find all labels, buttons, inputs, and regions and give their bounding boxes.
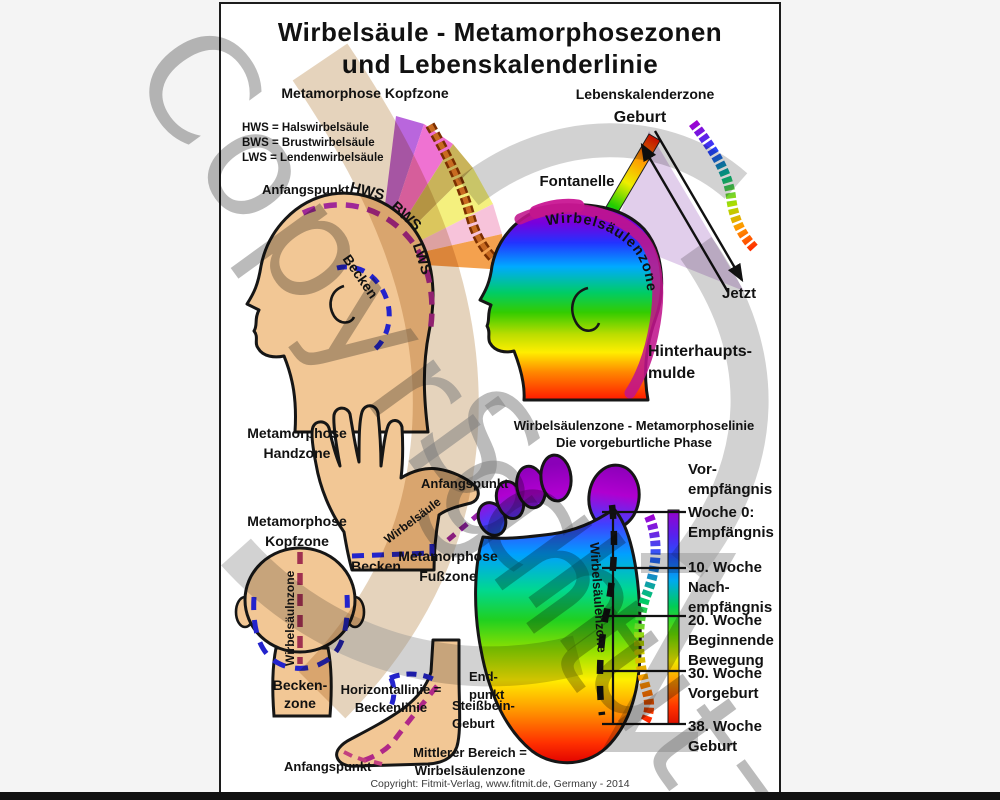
heading-lebenskalenderzone: Lebenskalenderzone — [575, 86, 715, 102]
poster-title-line2: und Lebenskalenderlinie — [341, 49, 659, 79]
label-wirbelsaeulnzone-backhead: Wirbelsäulnzone — [283, 570, 297, 666]
timeline-woche10: 10. Woche Nach- empfängnis — [688, 559, 773, 616]
wirbelsaeulenzone-band — [514, 203, 664, 399]
label-anfangspunkt-head: Anfangspunkt — [262, 182, 350, 197]
label-jetzt: Jetzt — [722, 285, 757, 302]
poster-title-line1: Wirbelsäule - Metamorphosezonen — [277, 17, 723, 47]
heading-vorgeburt-line2: Die vorgeburtliche Phase — [555, 435, 713, 450]
instep-spine-dashed — [361, 684, 439, 764]
label-beckenzone: Becken- zone — [272, 677, 328, 711]
heading-metamorphose-kopfzone: Metamorphose Kopfzone — [281, 85, 449, 101]
left-head-profile — [245, 191, 435, 434]
timeline-woche0: Woche 0: Empfängnis — [688, 504, 774, 541]
heading-kopfzone-back: Metamorphose Kopfzone — [247, 513, 347, 549]
label-mittlerer-bereich: Mittlerer Bereich = Wirbelsäulenzone — [413, 745, 527, 778]
timeline-woche30: 30. Woche Vorgeburt — [688, 665, 762, 702]
label-anfangspunkt-hand: Anfangspunkt — [421, 476, 509, 491]
label-fontanelle: Fontanelle — [539, 173, 615, 190]
copyright-line: Copyright: Fitmit-Verlag, www.fitmit.de,… — [370, 778, 630, 790]
rainbow-spine-timeline — [634, 514, 661, 726]
heading-handzone: Metamorphose Handzone — [247, 425, 347, 461]
rainbow-head-ear — [571, 286, 601, 332]
label-geburt: Geburt — [613, 109, 667, 126]
heading-vorgeburt-line1: Wirbelsäulenzone - Metamorphoselinie — [513, 418, 755, 433]
legend-hws: HWS = Halswirbelsäule — [242, 122, 369, 134]
label-endpunkt: End- punkt — [469, 669, 505, 702]
rainbow-head-profile: Wirbelsäulenzone — [478, 198, 664, 402]
timeline-woche20: 20. Woche Beginnende Bewegung — [688, 612, 774, 669]
timeline-vorempfaengnis: Vor- empfängnis — [688, 461, 773, 498]
legend-bws: BWS = Brustwirbelsäule — [242, 137, 375, 149]
label-steissbein-geburt: Steißbein- Geburt — [452, 698, 515, 731]
label-becken-hand: Becken — [351, 558, 401, 574]
label-horizontallinie: Horizontallinie = Beckenlinie — [340, 682, 442, 715]
timeline-woche38: 38. Woche Geburt — [688, 718, 762, 755]
legend-lws: LWS = Lendenwirbelsäule — [242, 152, 384, 164]
label-anfangspunkt-foot: Anfangspunkt — [284, 759, 372, 774]
heading-fusszone: Metamorphose Fußzone — [398, 548, 498, 584]
bottom-black-bar — [0, 792, 1000, 800]
toe-nail-marks — [343, 750, 383, 766]
label-hinterhauptsmulde: Hinterhaupts- mulde — [648, 343, 752, 382]
